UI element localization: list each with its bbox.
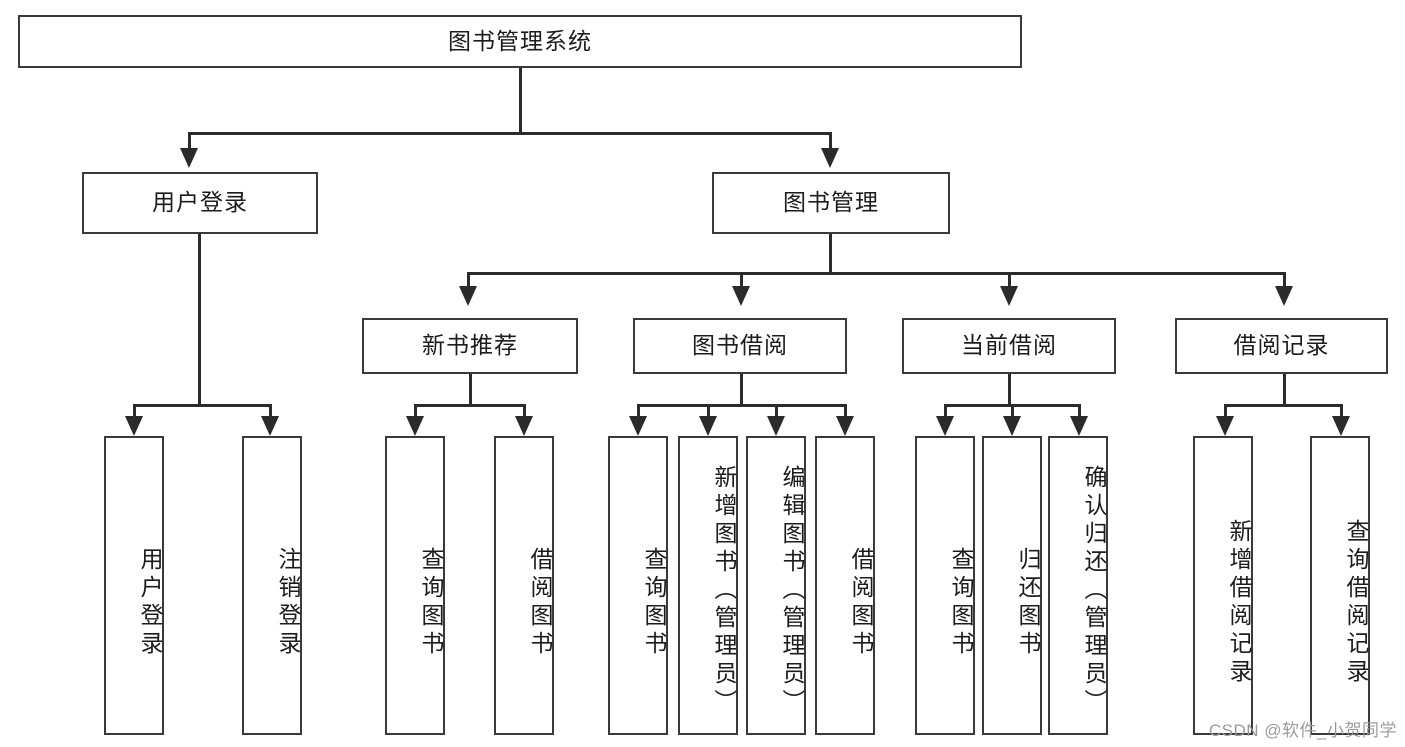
- edge-nbr-stem: [469, 374, 472, 406]
- leaf-logout[interactable]: 注销登录: [242, 436, 302, 735]
- leaf-user-login[interactable]: 用户登录: [104, 436, 164, 735]
- arrow-bm-to-new-book-recommend: [459, 286, 477, 306]
- node-label: 借阅图书: [527, 546, 553, 659]
- arrow-cb-to-confirm-return: [1070, 416, 1088, 436]
- leaf-query-borrow-record[interactable]: 查询借阅记录: [1310, 436, 1370, 735]
- arrow-bm-to-book-borrow: [732, 286, 750, 306]
- edge-br-stem: [1283, 374, 1286, 406]
- edge-br-drop-2: [1340, 404, 1343, 418]
- node-label: 当前借阅: [961, 332, 1057, 359]
- edge-nbr-drop-1: [414, 404, 417, 418]
- arrow-bm-to-current-borrow: [1000, 286, 1018, 306]
- node-root-book-management-system[interactable]: 图书管理系统: [18, 15, 1022, 68]
- edge-root-to-book-management: [829, 132, 832, 150]
- edge-bb-drop-2: [707, 404, 710, 418]
- edge-user-login-stem: [198, 234, 201, 406]
- node-label: 注销登录: [275, 546, 301, 659]
- node-label: 归还图书: [1015, 546, 1041, 659]
- leaf-borrow-book-from-borrow[interactable]: 借阅图书: [815, 436, 875, 735]
- leaf-add-book-admin[interactable]: 新增图书（管理员）: [678, 436, 738, 735]
- node-user-login[interactable]: 用户登录: [82, 172, 318, 234]
- edge-cb-drop-1: [944, 404, 947, 418]
- node-label: 编辑图书（管理员）: [779, 464, 805, 717]
- node-label: 查询图书: [948, 546, 974, 659]
- edge-cb-stem: [1008, 374, 1011, 406]
- edge-cb-drop-2: [1011, 404, 1014, 418]
- arrow-bb-to-query-book: [629, 416, 647, 436]
- node-new-book-recommend[interactable]: 新书推荐: [362, 318, 578, 374]
- node-label: 查询图书: [418, 546, 444, 659]
- edge-bb-stem: [740, 374, 743, 406]
- arrow-cb-to-return-book: [1003, 416, 1021, 436]
- edge-root-bus: [188, 132, 832, 135]
- edge-bm-drop-3: [1008, 272, 1011, 288]
- edge-br-drop-1: [1224, 404, 1227, 418]
- node-label: 确认归还（管理员）: [1081, 464, 1107, 717]
- node-label: 查询借阅记录: [1343, 518, 1369, 687]
- node-borrow-record[interactable]: 借阅记录: [1175, 318, 1388, 374]
- node-label: 借阅记录: [1233, 332, 1330, 359]
- node-label: 用户登录: [152, 189, 248, 216]
- edge-bm-drop-2: [740, 272, 743, 288]
- edge-bm-drop-4: [1283, 272, 1286, 288]
- leaf-confirm-return-admin[interactable]: 确认归还（管理员）: [1048, 436, 1108, 735]
- csdn-watermark: CSDN @软件_小贺同学: [1208, 721, 1397, 740]
- arrow-nbr-to-query-book: [406, 416, 424, 436]
- node-book-management[interactable]: 图书管理: [712, 172, 950, 234]
- node-label: 用户登录: [137, 546, 163, 659]
- leaf-query-book-from-borrow[interactable]: 查询图书: [608, 436, 668, 735]
- arrow-root-to-book-management: [821, 148, 839, 168]
- node-label: 图书借阅: [692, 332, 788, 359]
- edge-br-bus: [1224, 404, 1342, 407]
- arrow-root-to-user-login: [180, 148, 198, 168]
- edge-root-stem: [519, 68, 522, 134]
- leaf-borrow-book-from-recommend[interactable]: 借阅图书: [494, 436, 554, 735]
- edge-book-management-bus: [467, 272, 1285, 275]
- node-label: 新书推荐: [422, 332, 518, 359]
- node-label: 新增图书（管理员）: [711, 464, 737, 717]
- node-label: 借阅图书: [848, 546, 874, 659]
- edge-user-login-drop-1: [133, 404, 136, 418]
- leaf-query-book-from-recommend[interactable]: 查询图书: [385, 436, 445, 735]
- leaf-edit-book-admin[interactable]: 编辑图书（管理员）: [746, 436, 806, 735]
- arrow-nbr-to-borrow-book: [515, 416, 533, 436]
- edge-bb-drop-3: [775, 404, 778, 418]
- arrow-user-login-to-login: [125, 416, 143, 436]
- edge-cb-drop-3: [1078, 404, 1081, 418]
- arrow-bm-to-borrow-record: [1275, 286, 1293, 306]
- arrow-br-to-add-record: [1216, 416, 1234, 436]
- node-label: 图书管理系统: [448, 27, 592, 54]
- leaf-add-borrow-record[interactable]: 新增借阅记录: [1193, 436, 1253, 735]
- edge-root-to-user-login: [188, 132, 191, 150]
- arrow-bb-to-edit-book: [767, 416, 785, 436]
- edge-bb-drop-1: [637, 404, 640, 418]
- node-current-borrow[interactable]: 当前借阅: [902, 318, 1116, 374]
- leaf-query-book-from-current[interactable]: 查询图书: [915, 436, 975, 735]
- edge-bm-drop-1: [467, 272, 470, 288]
- edge-nbr-drop-2: [523, 404, 526, 418]
- arrow-bb-to-borrow-book: [836, 416, 854, 436]
- edge-bb-bus: [637, 404, 845, 407]
- edge-user-login-drop-2: [269, 404, 272, 418]
- node-book-borrow[interactable]: 图书借阅: [633, 318, 847, 374]
- arrow-cb-to-query-book: [936, 416, 954, 436]
- leaf-return-book[interactable]: 归还图书: [982, 436, 1042, 735]
- node-label: 查询图书: [641, 546, 667, 659]
- arrow-br-to-query-record: [1332, 416, 1350, 436]
- edge-nbr-bus: [414, 404, 526, 407]
- edge-bb-drop-4: [844, 404, 847, 418]
- arrow-user-login-to-logout: [261, 416, 279, 436]
- edge-book-management-stem: [829, 234, 832, 274]
- arrow-bb-to-add-book: [699, 416, 717, 436]
- edge-user-login-bus: [133, 404, 271, 407]
- node-label: 图书管理: [783, 189, 879, 216]
- node-label: 新增借阅记录: [1226, 518, 1252, 687]
